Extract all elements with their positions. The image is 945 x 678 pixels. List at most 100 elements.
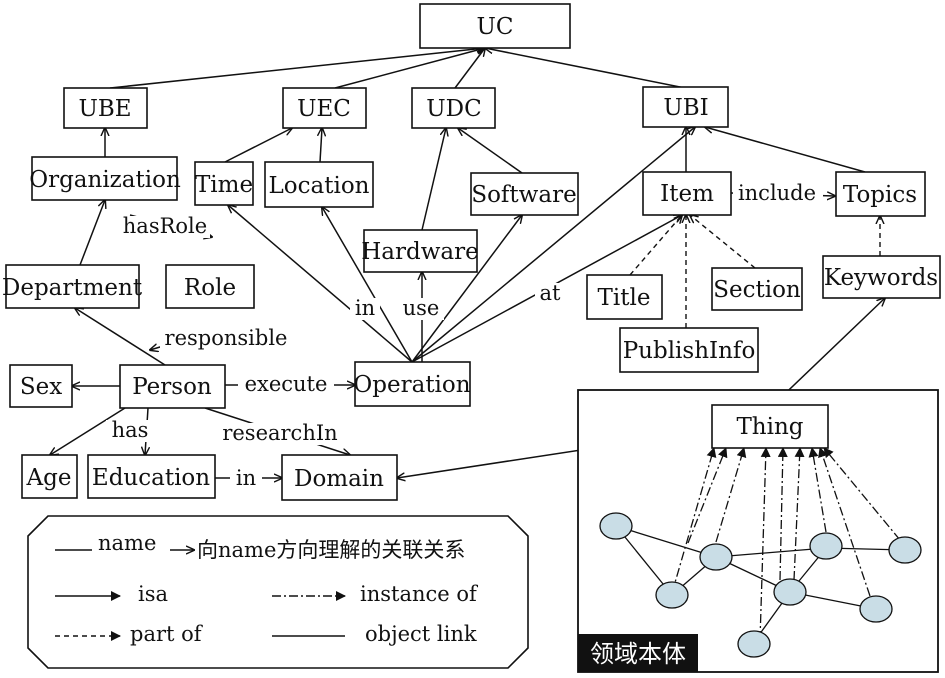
- edge-title-item: [629, 215, 682, 276]
- node-education: Education: [87, 454, 216, 499]
- node-uec: UEC: [282, 87, 367, 129]
- svg-text:UBI: UBI: [663, 95, 708, 121]
- svg-text:Age: Age: [26, 465, 72, 491]
- node-publishinfo: PublishInfo: [619, 327, 759, 373]
- node-role: Role: [165, 264, 255, 309]
- svg-text:Organization: Organization: [29, 167, 181, 193]
- nodes: UC UBE UEC UDC UBI Organization Time Loc…: [2, 3, 941, 501]
- legend-frame: [27, 515, 529, 669]
- svg-text:Time: Time: [195, 172, 253, 198]
- edge-time-uec: [224, 128, 292, 163]
- ontology-node: [655, 581, 689, 609]
- node-title: Title: [586, 274, 663, 320]
- ontology-instance-edges: [671, 447, 901, 641]
- ontology-label: 领域本体: [590, 640, 686, 668]
- label-at: at: [540, 281, 562, 305]
- node-hardware: Hardware: [361, 229, 479, 273]
- ontology-node: [599, 512, 633, 540]
- node-uc: UC: [419, 3, 571, 49]
- edge-person-dept: [75, 308, 166, 366]
- ontology-node: [859, 595, 893, 623]
- svg-text:Title: Title: [598, 285, 651, 311]
- ontology-node: [699, 543, 733, 571]
- ontology-node: [888, 536, 922, 564]
- ontology-node: [737, 630, 771, 658]
- edge-uec-uc: [334, 48, 485, 89]
- legend-object-link: object link: [365, 622, 477, 646]
- edge-labels: hasRole responsible execute has research…: [106, 181, 823, 490]
- legend: name 向name方向理解的关联关系 isa instance of part…: [27, 515, 529, 669]
- svg-text:Software: Software: [471, 182, 576, 208]
- svg-text:UEC: UEC: [297, 96, 351, 122]
- node-item: Item: [642, 171, 732, 216]
- node-operation: Operation: [353, 361, 471, 407]
- node-section: Section: [711, 267, 803, 311]
- svg-text:Section: Section: [713, 277, 801, 303]
- svg-text:Operation: Operation: [353, 372, 470, 398]
- edge-ubi-uc: [485, 48, 686, 89]
- label-include: include: [738, 181, 816, 205]
- isa-edges: [50, 48, 885, 478]
- node-time: Time: [194, 161, 254, 206]
- node-organization: Organization: [29, 156, 181, 201]
- node-keywords: Keywords: [822, 255, 941, 299]
- svg-text:UBE: UBE: [78, 96, 131, 122]
- legend-instance-of: instance of: [360, 582, 479, 606]
- edge-hardware-udc: [421, 128, 446, 231]
- label-has-role: hasRole: [123, 214, 207, 238]
- ontology-label-bg: [578, 634, 698, 672]
- label-in-domain: in: [236, 466, 256, 490]
- node-sex: Sex: [9, 364, 73, 408]
- node-ubi: UBI: [642, 86, 729, 128]
- label-use: use: [403, 296, 440, 320]
- svg-text:Education: Education: [92, 465, 210, 491]
- edge-location-uec: [320, 128, 322, 163]
- partof-edges: [629, 215, 880, 328]
- svg-text:Department: Department: [2, 275, 143, 301]
- edge-dept-org: [79, 200, 105, 266]
- ontology-nodes: [599, 512, 922, 658]
- node-software: Software: [470, 172, 579, 216]
- svg-text:Role: Role: [184, 275, 236, 301]
- node-thing: Thing: [711, 404, 829, 449]
- svg-text:Topics: Topics: [843, 182, 917, 208]
- edge-person-age: [50, 407, 126, 455]
- svg-text:Hardware: Hardware: [361, 239, 479, 265]
- svg-text:Domain: Domain: [294, 466, 384, 492]
- legend-part-of: part of: [130, 622, 204, 646]
- edge-software-udc: [458, 128, 523, 174]
- edge-ube-uc: [109, 48, 485, 89]
- node-ube: UBE: [63, 87, 148, 129]
- edge-op-time: [228, 205, 413, 363]
- node-age: Age: [21, 454, 78, 499]
- node-domain: Domain: [281, 454, 398, 501]
- legend-isa: isa: [138, 582, 168, 606]
- svg-text:UDC: UDC: [426, 96, 481, 122]
- svg-text:Thing: Thing: [736, 414, 803, 440]
- node-person: Person: [119, 364, 226, 409]
- svg-text:Keywords: Keywords: [824, 265, 938, 291]
- edge-udc-uc: [454, 48, 485, 89]
- svg-text:UC: UC: [477, 14, 514, 40]
- label-execute: execute: [245, 372, 328, 396]
- label-responsible: responsible: [165, 326, 288, 350]
- edge-op-software: [411, 215, 522, 363]
- domain-ontology-panel: Thing 领域本体: [577, 389, 939, 673]
- legend-name-desc: 向name方向理解的关联关系: [197, 538, 465, 562]
- legend-name-label: name: [98, 531, 156, 555]
- edge-section-item: [690, 215, 756, 269]
- svg-text:Sex: Sex: [20, 374, 62, 400]
- node-department: Department: [2, 264, 143, 309]
- ontology-node: [809, 532, 843, 560]
- edge-op-ubi: [411, 127, 695, 363]
- ontology-node: [773, 578, 807, 606]
- node-udc: UDC: [411, 87, 496, 129]
- svg-text:Person: Person: [132, 374, 212, 400]
- edge-topics-ubi: [705, 127, 866, 173]
- node-location: Location: [264, 161, 374, 208]
- label-in-operation: in: [355, 296, 375, 320]
- svg-text:PublishInfo: PublishInfo: [623, 338, 756, 364]
- svg-text:Item: Item: [660, 181, 714, 207]
- node-topics: Topics: [835, 171, 926, 217]
